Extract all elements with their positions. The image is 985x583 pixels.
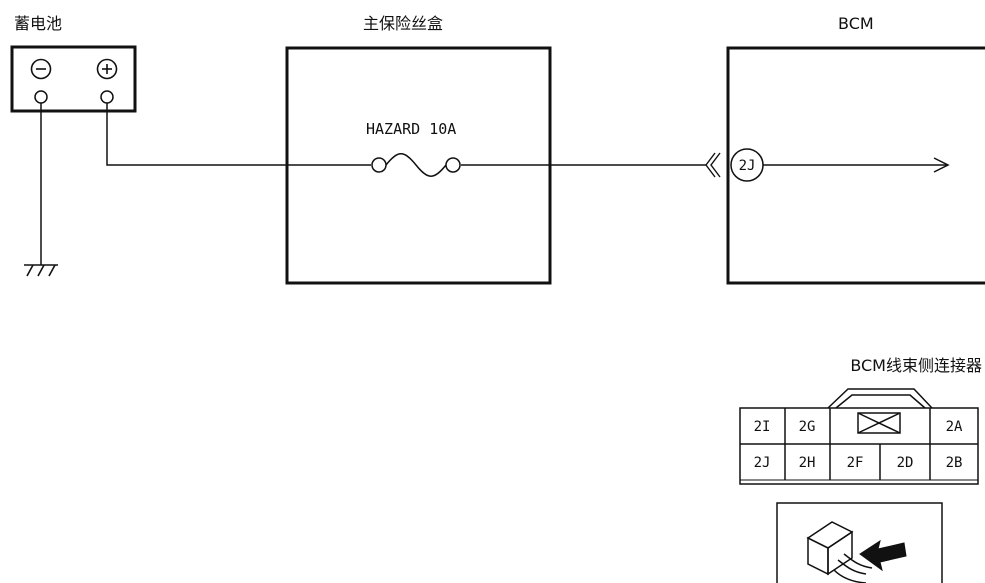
pin-2d: 2D — [897, 455, 914, 471]
fuse-label: HAZARD 10A — [366, 120, 456, 138]
pin-2j: 2J — [754, 455, 771, 471]
pin-2g: 2G — [799, 419, 816, 435]
fuse-box-title: 主保险丝盒 — [363, 14, 443, 33]
pin-2f: 2F — [847, 455, 864, 471]
pin-2a: 2A — [946, 419, 963, 435]
pin-2h: 2H — [799, 455, 816, 471]
battery-positive-terminal-icon — [96, 58, 118, 80]
connector-face — [739, 388, 979, 485]
connector-title: BCM线束侧连接器 — [850, 356, 982, 375]
pin-2i: 2I — [754, 419, 771, 435]
pin-2b: 2B — [946, 455, 963, 471]
battery-positive-post — [100, 90, 114, 104]
view-arrow-icon — [859, 539, 907, 572]
fuse-icon — [371, 153, 461, 177]
bcm-box — [726, 46, 985, 285]
connector-view-icon — [806, 521, 873, 583]
battery-title: 蓄电池 — [14, 14, 62, 33]
bcm-terminal-label: 2J — [739, 158, 756, 174]
fuse-box — [285, 46, 552, 285]
bcm-title: BCM — [838, 14, 874, 33]
connector-chevron-icon — [705, 152, 721, 178]
ground-icon — [24, 264, 58, 277]
battery-negative-terminal-icon — [30, 58, 52, 80]
arrow-right-icon — [933, 157, 950, 173]
battery-negative-post — [34, 90, 48, 104]
main-wire — [106, 103, 371, 166]
connector-view-inset — [776, 502, 943, 583]
battery-box — [10, 45, 137, 113]
